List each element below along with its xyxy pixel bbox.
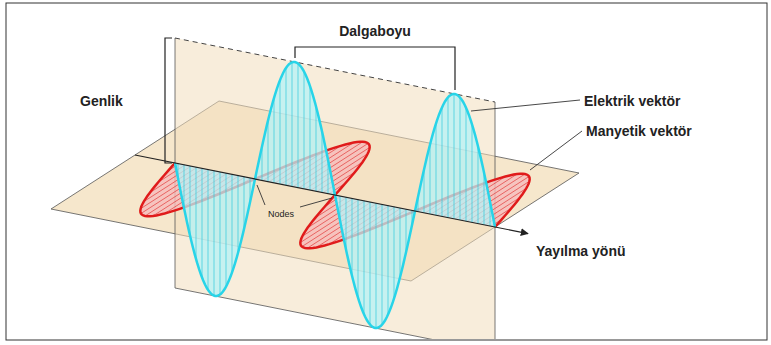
amplitude-label: Genlik (80, 93, 123, 109)
amplitude-dashed-line (175, 38, 495, 102)
electric-hatch-line (436, 123, 437, 215)
wavelength-bracket (295, 47, 455, 90)
electric-hatch-line (382, 204, 383, 324)
electric-hatch-line (472, 124, 473, 222)
electric-hatch-line (430, 145, 431, 214)
electric-hatch-line (298, 63, 299, 187)
electric-hatch-line (274, 98, 275, 183)
electric-hatch-line (346, 197, 347, 249)
electric-hatch-line (214, 171, 215, 296)
electric-hatch-line (322, 131, 323, 192)
electric-hatch-line (400, 208, 401, 277)
electric-hatch-line (460, 97, 461, 220)
magnetic-label: Manyetik vektör (586, 123, 692, 139)
electric-label: Elektrik vektör (584, 93, 681, 109)
electric-hatch-line (454, 94, 455, 219)
electric-hatch-line (388, 206, 389, 315)
wavelength-label: Dalgaboyu (339, 23, 411, 39)
propagation-arrow (135, 155, 528, 234)
vertical-plane (175, 38, 495, 339)
electric-hatch-line (190, 166, 191, 235)
electric-hatch-line (394, 207, 395, 299)
label-holder: Manyetik vektör (586, 122, 692, 140)
electric-hatch-line (208, 170, 209, 290)
electric-hatch-line (358, 200, 359, 298)
nodes-label: Nodes (268, 209, 294, 220)
leader-line (530, 131, 582, 170)
electric-hatch-line (286, 68, 287, 185)
label-holder: Nodes (268, 203, 294, 221)
label-holder: Elektrik vektör (584, 92, 681, 110)
electric-hatch-line (196, 167, 197, 259)
label-holder: Genlik (80, 92, 123, 110)
leader-line (300, 198, 332, 207)
electric-hatch-line (226, 173, 227, 287)
leader-line (257, 185, 265, 205)
electric-hatch-line (448, 97, 449, 217)
leader-line (471, 100, 580, 111)
electric-hatch-line (244, 177, 245, 229)
electric-hatch-line (316, 106, 317, 191)
electric-hatch-line (352, 198, 353, 275)
electric-hatch-line (484, 172, 485, 224)
electric-hatch-line (478, 146, 479, 223)
electric-hatch-line (280, 80, 281, 184)
electric-hatch-line (304, 72, 305, 189)
label-holder: Yayılma yönü (536, 242, 625, 260)
electric-hatch-line (370, 202, 371, 325)
label-holder: Dalgaboyu (339, 22, 411, 40)
electric-hatch-line (292, 62, 293, 186)
wave-group (51, 38, 582, 339)
vertical-plane-edge (175, 38, 495, 339)
amplitude-bracket (165, 38, 172, 163)
electric-hatch-line (442, 107, 443, 216)
electric-hatch-line (364, 201, 365, 315)
propagation-label: Yayılma yönü (536, 243, 625, 259)
leader-lines (257, 100, 582, 207)
electric-hatch-line (202, 168, 203, 277)
electric-hatch-line (466, 108, 467, 222)
electric-hatch-line (220, 172, 221, 295)
electric-hatch-line (268, 121, 269, 182)
electric-hatch-line (232, 174, 233, 272)
electric-hatch-line (376, 203, 377, 328)
electric-hatch-line (238, 176, 239, 253)
electric-hatch-line (310, 86, 311, 190)
